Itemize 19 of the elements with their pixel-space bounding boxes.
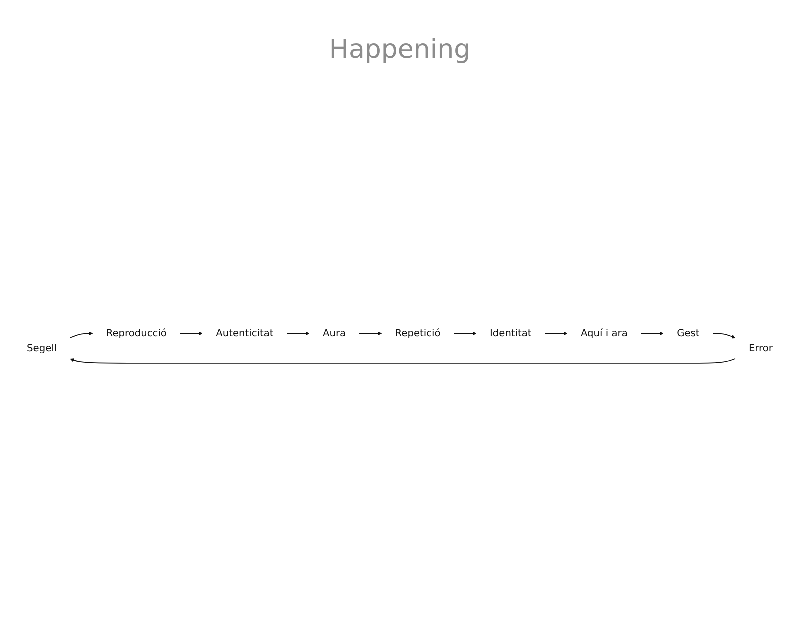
center-label: Happening (329, 35, 471, 65)
arrow (359, 331, 382, 336)
arrow (180, 331, 203, 336)
arrow (70, 331, 94, 338)
node-text: Segell (27, 342, 58, 354)
arrow (70, 358, 736, 364)
arrow (712, 332, 736, 338)
node-text: Identitat (490, 328, 532, 339)
node-text: Gest (677, 328, 700, 339)
arrow (640, 331, 664, 336)
node-text: Aquí i ara (580, 328, 628, 339)
arrow (454, 331, 477, 336)
node-text: Reproducció (106, 328, 167, 339)
node-text: Aura (322, 328, 346, 339)
node-text: Repetició (395, 328, 441, 339)
node-text: Error (748, 342, 773, 354)
node-text: Autenticitat (216, 328, 274, 339)
arrow (286, 331, 310, 336)
arrow (544, 331, 568, 336)
